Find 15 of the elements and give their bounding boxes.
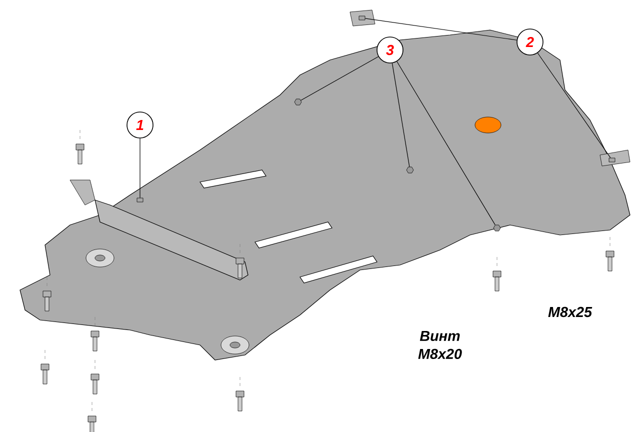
leader-line (396, 61, 496, 226)
leader-line (300, 56, 379, 101)
callout-number: 2 (516, 28, 544, 56)
nut (294, 98, 302, 106)
part-label: Винт M8x20 (418, 330, 462, 360)
bracket (358, 16, 366, 20)
leader-line (392, 62, 410, 168)
leader-line (537, 52, 611, 158)
bracket (608, 158, 616, 162)
part-label: M8x25 (548, 306, 592, 318)
callout-number: 3 (376, 36, 404, 64)
bracket (136, 198, 144, 202)
nut (406, 166, 414, 174)
callout-number: 1 (126, 112, 154, 138)
nut (493, 224, 501, 232)
